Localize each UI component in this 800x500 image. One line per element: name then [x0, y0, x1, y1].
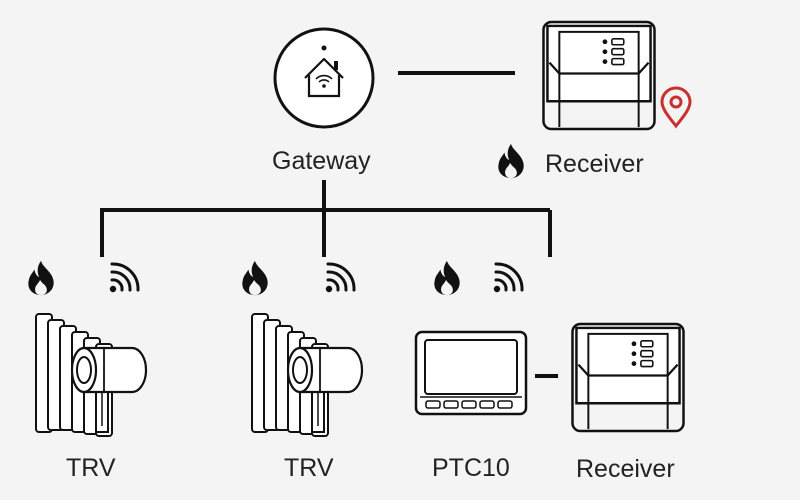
flame-icon	[28, 260, 54, 296]
gateway-label: Gateway	[272, 147, 371, 175]
radiator-valve-icon	[250, 312, 364, 438]
receiver-icon	[542, 20, 656, 131]
thermostat-icon	[414, 330, 528, 416]
ptc10-label: PTC10	[432, 454, 510, 482]
wireless-signal-icon	[492, 262, 524, 294]
receiver-top-label: Receiver	[545, 150, 644, 178]
wireless-signal-icon	[324, 262, 356, 294]
flame-icon	[242, 260, 268, 296]
flame-icon	[434, 260, 460, 296]
trv-2-label: TRV	[284, 454, 334, 482]
receiver-bottom-label: Receiver	[576, 455, 675, 483]
radiator-valve-icon	[34, 312, 148, 438]
receiver-icon	[571, 322, 685, 433]
house-wifi-icon	[273, 27, 375, 129]
trv-1-label: TRV	[66, 454, 116, 482]
flame-icon	[498, 143, 524, 179]
connection-lines	[100, 71, 558, 378]
map-pin-icon	[660, 86, 692, 129]
wireless-signal-icon	[108, 262, 140, 294]
